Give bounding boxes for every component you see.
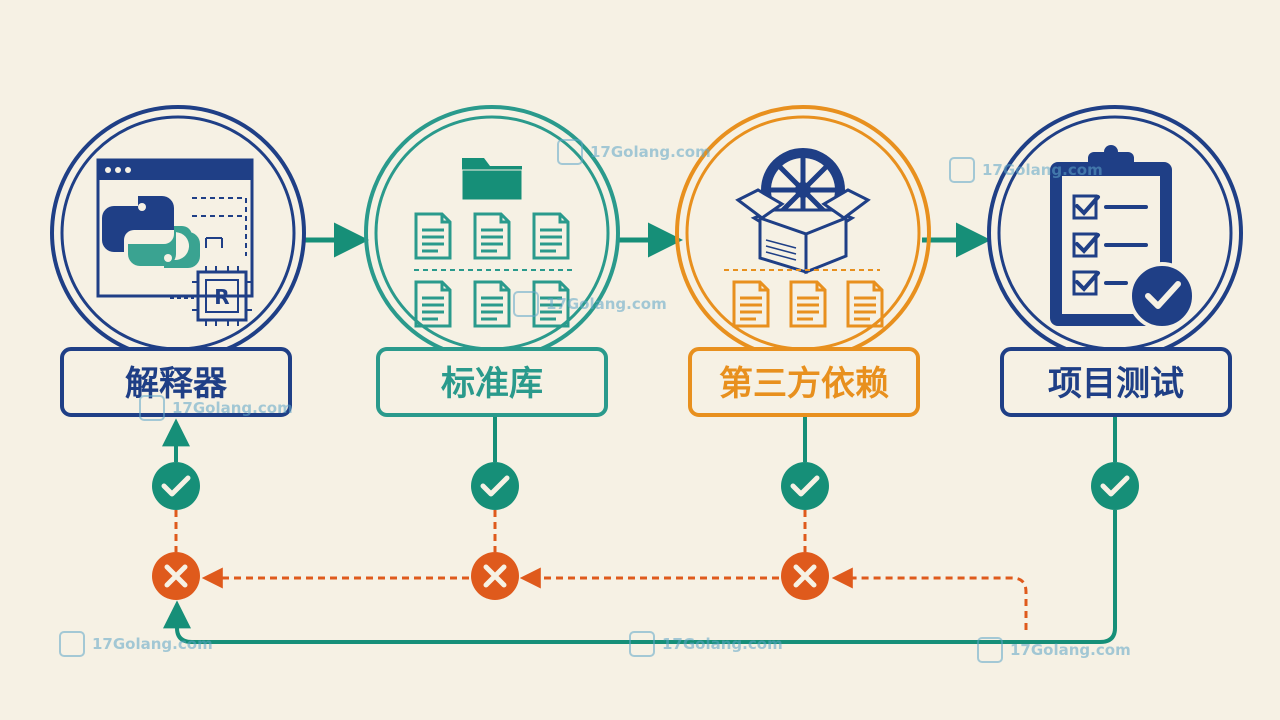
check-row [152,462,1139,510]
stage-stdlib [364,105,620,361]
label-text-tests: 项目测试 [1048,364,1184,404]
label-third-party: 第三方依赖 [688,347,920,417]
svg-text:17Golang.com: 17Golang.com [590,143,711,161]
checklist-clipboard-icon [1050,145,1196,330]
label-tests: 项目测试 [1000,347,1232,417]
stage-interpreter: R [50,105,306,361]
svg-text:17Golang.com: 17Golang.com [546,295,667,313]
label-stdlib: 标准库 [376,347,608,417]
x-circle-icon [471,552,519,600]
check-circle-icon [471,462,519,510]
watermark: 17Golang.com [139,395,293,421]
verification-lines [162,417,1117,644]
watermark: 17Golang.com [557,139,711,165]
package-wheel-icon [724,148,884,328]
chip-letter: R [214,285,229,309]
svg-text:17Golang.com: 17Golang.com [982,161,1103,179]
svg-text:17Golang.com: 17Golang.com [1010,641,1131,659]
x-circle-icon [152,552,200,600]
label-text-stdlib: 标准库 [441,364,543,404]
svg-text:17Golang.com: 17Golang.com [662,635,783,653]
watermark: 17Golang.com [513,291,667,317]
watermark: 17Golang.com [977,637,1131,663]
check-circle-icon [781,462,829,510]
watermark: 17Golang.com [629,631,783,657]
stage-third-party [675,105,931,361]
fail-row [152,552,829,600]
watermark: 17Golang.com [949,157,1103,183]
svg-text:17Golang.com: 17Golang.com [92,635,213,653]
svg-text:17Golang.com: 17Golang.com [172,399,293,417]
check-circle-icon [1091,462,1139,510]
python-chip-window-icon: R [96,158,254,326]
watermark: 17Golang.com [59,631,213,657]
folder-files-icon [414,158,572,328]
x-circle-icon [781,552,829,600]
watermarks: 17Golang.com 17Golang.com 17Golang.com 1… [59,139,1131,663]
label-text-third-party: 第三方依赖 [719,364,889,404]
check-circle-icon [152,462,200,510]
stage-tests [987,105,1243,361]
